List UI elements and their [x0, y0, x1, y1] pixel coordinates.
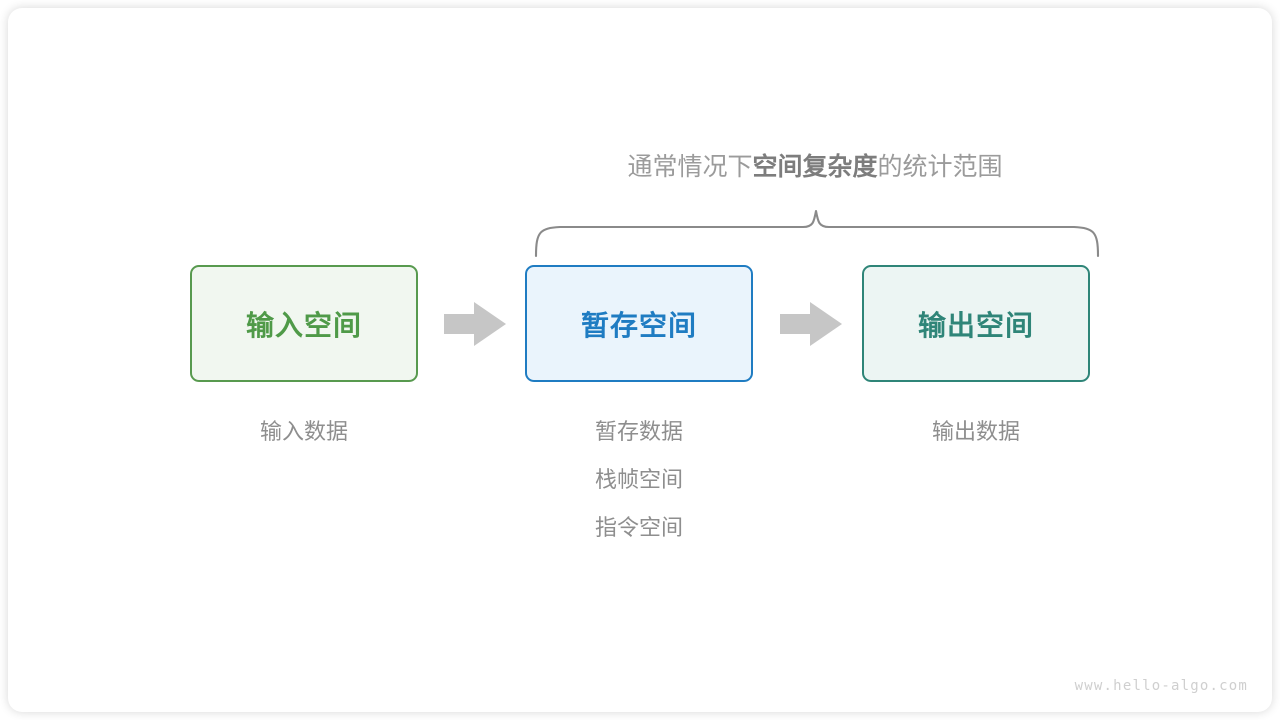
- sublabel-temp-2: 指令空间: [594, 515, 683, 540]
- box-input-space-label: 输入空间: [245, 309, 362, 341]
- sublabel-temp-1: 栈帧空间: [594, 467, 683, 492]
- scope-caption-emphasis: 空间复杂度: [752, 153, 878, 181]
- scope-brace: [518, 198, 1118, 260]
- arrow-temp-to-output-icon: [780, 301, 844, 347]
- space-complexity-diagram: 通常情况下空间复杂度的统计范围 输入空间 暂存空间 输出空间: [8, 8, 1272, 712]
- scope-caption: 通常情况下空间复杂度的统计范围: [527, 150, 1103, 184]
- scope-caption-suffix: 的统计范围: [877, 153, 1003, 181]
- arrow-right-icon: [780, 302, 842, 346]
- sublabel-input-0: 输入数据: [259, 419, 348, 444]
- watermark: www.hello-algo.com: [1074, 678, 1248, 694]
- arrow-right-icon: [444, 302, 506, 346]
- box-temp-space[interactable]: 暂存空间: [525, 265, 753, 382]
- scope-caption-prefix: 通常情况下: [627, 153, 753, 181]
- box-temp-space-label: 暂存空间: [580, 309, 697, 341]
- sublabels-temp: 暂存数据 栈帧空间 指令空间: [489, 408, 789, 552]
- sublabels-output: 输出数据: [826, 408, 1126, 456]
- box-output-space[interactable]: 输出空间: [862, 265, 1090, 382]
- brace-svg: [534, 209, 1100, 258]
- arrow-input-to-temp-icon: [444, 301, 508, 347]
- box-output-space-label: 输出空间: [917, 309, 1034, 341]
- sublabel-output-0: 输出数据: [931, 419, 1020, 444]
- sublabels-input: 输入数据: [154, 408, 454, 456]
- sublabel-temp-0: 暂存数据: [594, 419, 683, 444]
- diagram-card: 通常情况下空间复杂度的统计范围 输入空间 暂存空间 输出空间: [8, 8, 1272, 712]
- box-input-space[interactable]: 输入空间: [190, 265, 418, 382]
